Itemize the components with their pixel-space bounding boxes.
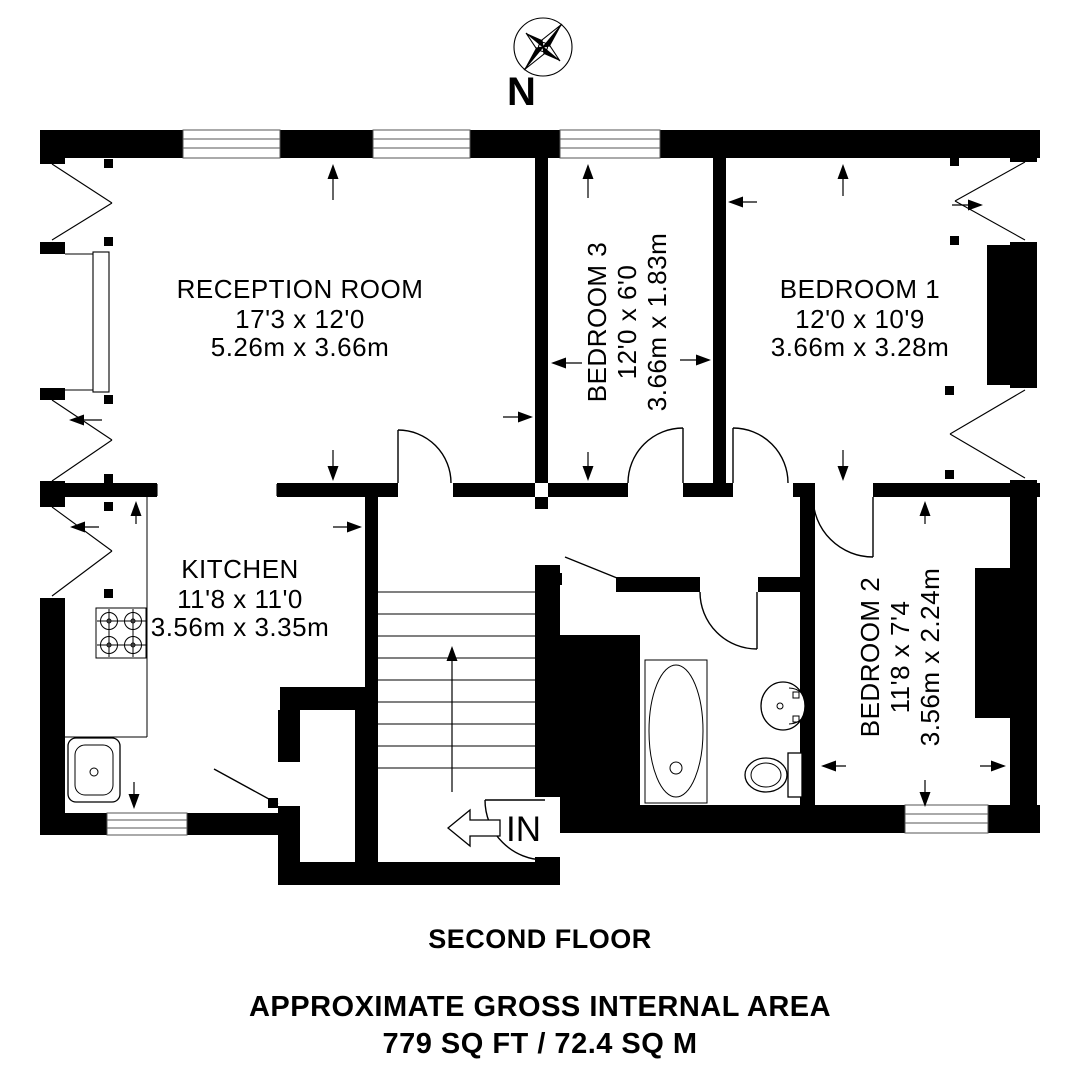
window-kitchen-left-icon	[51, 502, 113, 598]
window-reception-left-upper-icon	[51, 159, 113, 246]
area-title: APPROXIMATE GROSS INTERNAL AREA	[249, 991, 831, 1023]
label-bedroom3: BEDROOM 3 12'0 x 6'0 3.66m x 1.83m	[582, 233, 672, 411]
svg-text:KITCHEN: KITCHEN	[181, 554, 299, 584]
door-reception-icon	[397, 429, 452, 484]
window-reception-left-middle-icon	[65, 251, 110, 393]
svg-text:11'8 x 7'4: 11'8 x 7'4	[885, 601, 915, 714]
room-labels: RECEPTION ROOM 17'3 x 12'0 5.26m x 3.66m…	[151, 233, 949, 746]
basin-icon	[760, 681, 808, 731]
dimension-arrows	[69, 164, 1006, 809]
door-bedroom3-icon	[627, 427, 684, 484]
window-reception-top-left-icon	[182, 129, 281, 159]
entrance-label: IN	[506, 810, 541, 849]
svg-text:BEDROOM 3: BEDROOM 3	[582, 242, 612, 403]
bathroom-fixtures	[644, 659, 808, 804]
svg-text:3.66m x 1.83m: 3.66m x 1.83m	[642, 233, 672, 411]
window-bedroom1-right-upper-icon	[950, 157, 1026, 245]
kitchen-sink-icon	[67, 737, 121, 803]
staircase-icon	[378, 591, 535, 792]
walls	[40, 130, 1040, 885]
svg-text:5.26m x 3.66m: 5.26m x 3.66m	[211, 332, 389, 362]
svg-text:11'8 x 11'0: 11'8 x 11'0	[177, 584, 303, 614]
svg-text:3.56m x 3.35m: 3.56m x 3.35m	[151, 612, 329, 642]
window-kitchen-bottom-icon	[106, 812, 188, 836]
label-bedroom1: BEDROOM 1 12'0 x 10'9 3.66m x 3.28m	[771, 274, 949, 362]
label-bedroom2: BEDROOM 2 11'8 x 7'4 3.56m x 2.24m	[855, 568, 945, 746]
windows	[51, 129, 1026, 836]
door-bedroom2-icon	[812, 496, 874, 558]
compass-north-label: N	[507, 70, 536, 114]
svg-text:BEDROOM 1: BEDROOM 1	[780, 274, 941, 304]
toilet-icon	[744, 752, 803, 798]
svg-text:12'0 x 10'9: 12'0 x 10'9	[795, 304, 925, 334]
hob-icon	[95, 607, 147, 659]
footer: SECOND FLOOR APPROXIMATE GROSS INTERNAL …	[249, 924, 831, 1060]
door-entrance-icon	[484, 799, 546, 861]
window-bedroom3-top-icon	[559, 129, 661, 159]
window-reception-top-right-icon	[372, 129, 471, 159]
area-value: 779 SQ FT / 72.4 SQ M	[382, 1028, 697, 1060]
floor-title: SECOND FLOOR	[428, 924, 652, 954]
window-bedroom1-right-lower-icon	[945, 386, 1026, 479]
door-bedroom1-icon	[732, 427, 789, 484]
window-reception-left-lower-icon	[51, 395, 113, 483]
door-hall-lobby-icon	[564, 556, 618, 579]
kitchen-fixtures	[65, 497, 148, 803]
compass-rose-icon: N	[507, 17, 573, 114]
door-kitchen-icon	[156, 484, 279, 808]
svg-text:17'3 x 12'0: 17'3 x 12'0	[235, 304, 365, 334]
door-bathroom-icon	[699, 591, 758, 650]
doors	[156, 427, 874, 861]
label-reception-room: RECEPTION ROOM 17'3 x 12'0 5.26m x 3.66m	[177, 274, 424, 362]
window-bedroom2-bottom-icon	[904, 804, 989, 834]
bathtub-icon	[644, 659, 708, 804]
label-kitchen: KITCHEN 11'8 x 11'0 3.56m x 3.35m	[151, 554, 329, 642]
svg-text:12'0 x 6'0: 12'0 x 6'0	[612, 265, 642, 380]
entrance-in-marker: IN	[446, 808, 541, 849]
entrance-arrow-icon	[446, 808, 501, 848]
svg-text:3.56m x 2.24m: 3.56m x 2.24m	[915, 568, 945, 746]
svg-text:3.66m x 3.28m: 3.66m x 3.28m	[771, 332, 949, 362]
svg-text:BEDROOM 2: BEDROOM 2	[855, 577, 885, 738]
svg-text:RECEPTION ROOM: RECEPTION ROOM	[177, 274, 424, 304]
